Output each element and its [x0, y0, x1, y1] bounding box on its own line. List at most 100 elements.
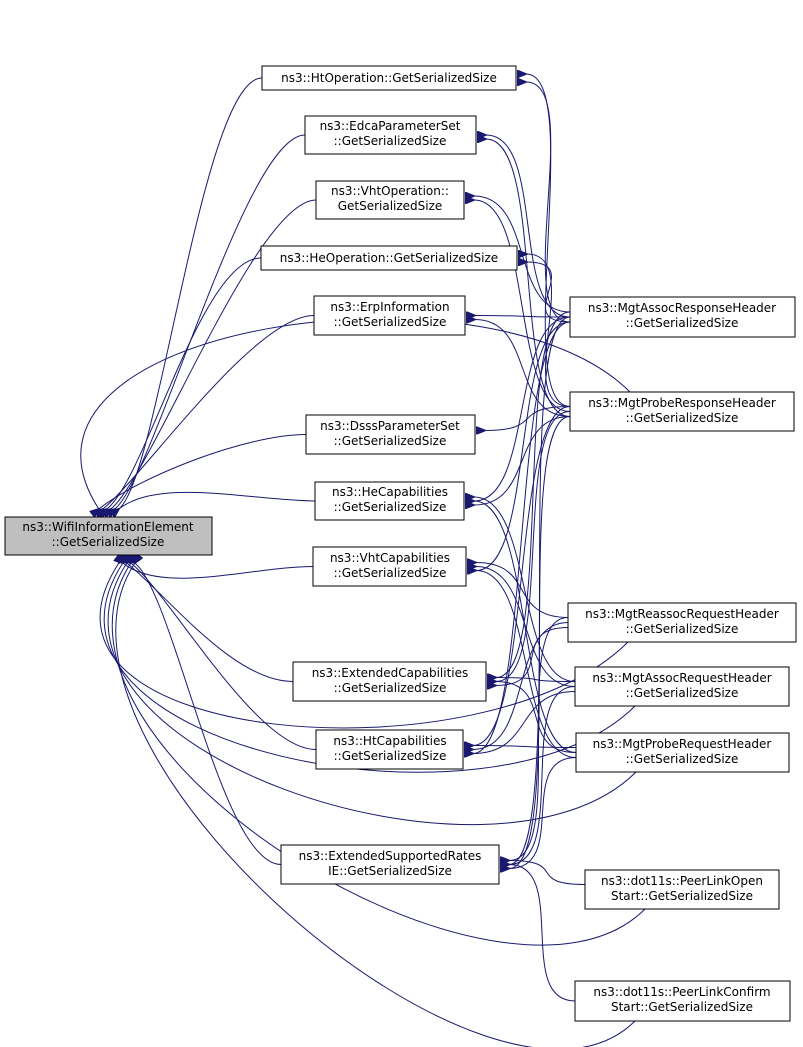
node-edca-parameter-set[interactable]: ns3::EdcaParameterSet ::GetSerializedSiz…: [304, 115, 477, 155]
call-edge-n10-to-n0: [131, 563, 317, 750]
call-edge-n16-to-n9: [496, 682, 577, 753]
call-edge-n4-to-n0: [107, 257, 262, 509]
node-label-line: ::GetSerializedSize: [626, 411, 739, 425]
call-edge-n18-to-n11: [509, 865, 576, 1002]
call-edge-n16-to-n10: [473, 746, 577, 748]
node-mgt-reassoc-request-header[interactable]: ns3::MgtReassocRequestHeader ::GetSerial…: [567, 602, 797, 643]
call-edge-n18-to-n0: [115, 563, 636, 1047]
node-ht-capabilities[interactable]: ns3::HtCapabilities ::GetSerializedSize: [315, 729, 464, 770]
node-label-line: ns3::MgtAssocRequestHeader: [592, 671, 771, 685]
call-edge-n6-to-n0: [99, 434, 307, 510]
call-edge-n8-to-n0: [123, 563, 314, 579]
call-edge-n16-to-n11: [509, 757, 577, 869]
node-label-line: ns3::DsssParameterSet: [320, 419, 460, 433]
call-edge-n12-to-n9: [496, 311, 571, 678]
node-he-operation[interactable]: ns3::HeOperation::GetSerializedSize: [260, 245, 518, 271]
node-label-line: Start::GetSerializedSize: [611, 889, 753, 903]
call-edge-n9-to-n0: [127, 563, 294, 682]
node-mgt-assoc-request-header[interactable]: ns3::MgtAssocRequestHeader ::GetSerializ…: [574, 666, 790, 707]
node-label-line: ::GetSerializedSize: [334, 434, 447, 448]
call-edge-n17-to-n11: [509, 861, 586, 885]
call-edge-n15-to-n7: [474, 497, 576, 682]
call-edge-n16-to-n0: [107, 563, 637, 826]
call-edge-n16-to-n7: [474, 501, 577, 753]
node-dsss-parameter-set[interactable]: ns3::DsssParameterSet ::GetSerializedSiz…: [305, 414, 476, 455]
node-label-line: GetSerializedSize: [338, 199, 443, 213]
node-label-line: ::GetSerializedSize: [626, 686, 739, 700]
node-peer-link-open-start[interactable]: ns3::dot11s::PeerLinkOpen Start::GetSeri…: [584, 869, 780, 910]
node-mgt-assoc-response-header[interactable]: ns3::MgtAssocResponseHeader ::GetSeriali…: [569, 296, 796, 338]
node-label-line: ns3::MgtProbeResponseHeader: [588, 396, 776, 410]
node-label-line: ::GetSerializedSize: [334, 500, 447, 514]
call-edge-n12-to-n5: [475, 316, 571, 318]
node-erp-information[interactable]: ns3::ErpInformation ::GetSerializedSize: [313, 295, 466, 336]
call-edge-n13-to-n9: [496, 411, 571, 682]
call-edge-n15-to-n11: [509, 686, 576, 865]
node-label-line: ns3::VhtOperation::: [331, 184, 449, 198]
node-label-line: ::GetSerializedSize: [334, 315, 447, 329]
call-edge-n13-to-n11: [509, 416, 571, 869]
node-mgt-probe-request-header[interactable]: ns3::MgtProbeRequestHeader ::GetSerializ…: [575, 732, 790, 773]
node-mgt-probe-response-header[interactable]: ns3::MgtProbeResponseHeader ::GetSeriali…: [569, 391, 795, 432]
call-edge-n5-to-n0: [103, 315, 315, 510]
call-edge-n15-to-n9: [496, 678, 576, 682]
node-peer-link-confirm-start[interactable]: ns3::dot11s::PeerLinkConfirm Start::GetS…: [574, 980, 791, 1022]
call-edge-n12-to-n2: [486, 135, 571, 318]
node-label-line: ::GetSerializedSize: [626, 752, 739, 766]
call-edge-n12-to-n8: [476, 321, 571, 571]
node-wifi-information-element[interactable]: ns3::WifiInformationElement ::GetSeriali…: [4, 516, 213, 556]
node-label-line: ns3::EdcaParameterSet: [320, 119, 461, 133]
call-edge-n12-to-n1: [526, 82, 571, 323]
node-label-line: ::GetSerializedSize: [334, 566, 447, 580]
call-edge-n13-to-n0: [80, 318, 631, 509]
call-edge-n3-to-n0: [111, 199, 317, 509]
node-label-line: ns3::ErpInformation: [330, 300, 449, 314]
node-label-line: ns3::HeCapabilities: [332, 485, 448, 499]
node-extended-supported-rates[interactable]: ns3::ExtendedSupportedRates IE::GetSeria…: [280, 844, 500, 885]
call-edge-n2-to-n0: [115, 134, 306, 509]
node-he-capabilities[interactable]: ns3::HeCapabilities ::GetSerializedSize: [314, 481, 465, 521]
node-label-line: ns3::HtCapabilities: [333, 734, 446, 748]
call-edge-n14-to-n8: [476, 563, 569, 618]
node-extended-capabilities[interactable]: ns3::ExtendedCapabilities ::GetSerialize…: [292, 661, 487, 702]
call-edge-n14-to-n10: [473, 622, 569, 750]
node-label-line: ns3::dot11s::PeerLinkConfirm: [593, 985, 770, 999]
node-label-line: ns3::MgtReassocRequestHeader: [585, 607, 779, 621]
call-edge-n13-to-n10: [473, 406, 571, 746]
call-edge-n16-to-n8: [476, 571, 577, 758]
node-label-line: ns3::HtOperation::GetSerializedSize: [281, 71, 497, 85]
node-label-line: ::GetSerializedSize: [334, 134, 447, 148]
node-label-line: ns3::WifiInformationElement: [22, 520, 194, 534]
node-label-line: ::GetSerializedSize: [52, 535, 165, 549]
node-label-line: ns3::MgtAssocResponseHeader: [588, 301, 776, 315]
call-edge-n13-to-n1: [526, 74, 571, 407]
node-label-line: ns3::ExtendedCapabilities: [312, 666, 469, 680]
node-label-line: Start::GetSerializedSize: [611, 1000, 753, 1014]
node-label-line: IE::GetSerializedSize: [328, 864, 452, 878]
call-edge-n11-to-n0: [135, 563, 282, 865]
node-label-line: ns3::ExtendedSupportedRates: [299, 849, 482, 863]
node-label-line: ::GetSerializedSize: [334, 749, 447, 763]
call-edge-n12-to-n7: [474, 316, 571, 501]
node-label-line: ns3::HeOperation::GetSerializedSize: [280, 251, 498, 265]
call-edge-n13-to-n2: [486, 139, 571, 417]
node-label-line: ::GetSerializedSize: [626, 316, 739, 330]
node-label-line: ns3::VhtCapabilities: [330, 551, 450, 565]
call-edge-n14-to-n11: [509, 617, 569, 861]
edge-layer: [80, 74, 646, 1047]
call-edge-n13-to-n5: [475, 320, 571, 417]
node-label-line: ns3::MgtProbeRequestHeader: [593, 737, 772, 751]
node-vht-operation[interactable]: ns3::VhtOperation:: GetSerializedSize: [315, 180, 465, 220]
node-ht-operation[interactable]: ns3::HtOperation::GetSerializedSize: [261, 65, 517, 91]
call-edge-n14-to-n9: [496, 627, 569, 686]
call-edge-n15-to-n0: [103, 563, 636, 773]
call-edge-n7-to-n0: [119, 491, 316, 509]
node-label-line: ::GetSerializedSize: [626, 622, 739, 636]
call-edge-n14-to-n0: [99, 563, 629, 729]
call-edge-n12-to-n10: [473, 321, 571, 754]
node-vht-capabilities[interactable]: ns3::VhtCapabilities ::GetSerializedSize: [312, 546, 467, 587]
call-edge-n13-to-n3: [474, 200, 571, 412]
node-label-line: ::GetSerializedSize: [334, 681, 447, 695]
call-edge-n12-to-n4: [527, 262, 571, 323]
